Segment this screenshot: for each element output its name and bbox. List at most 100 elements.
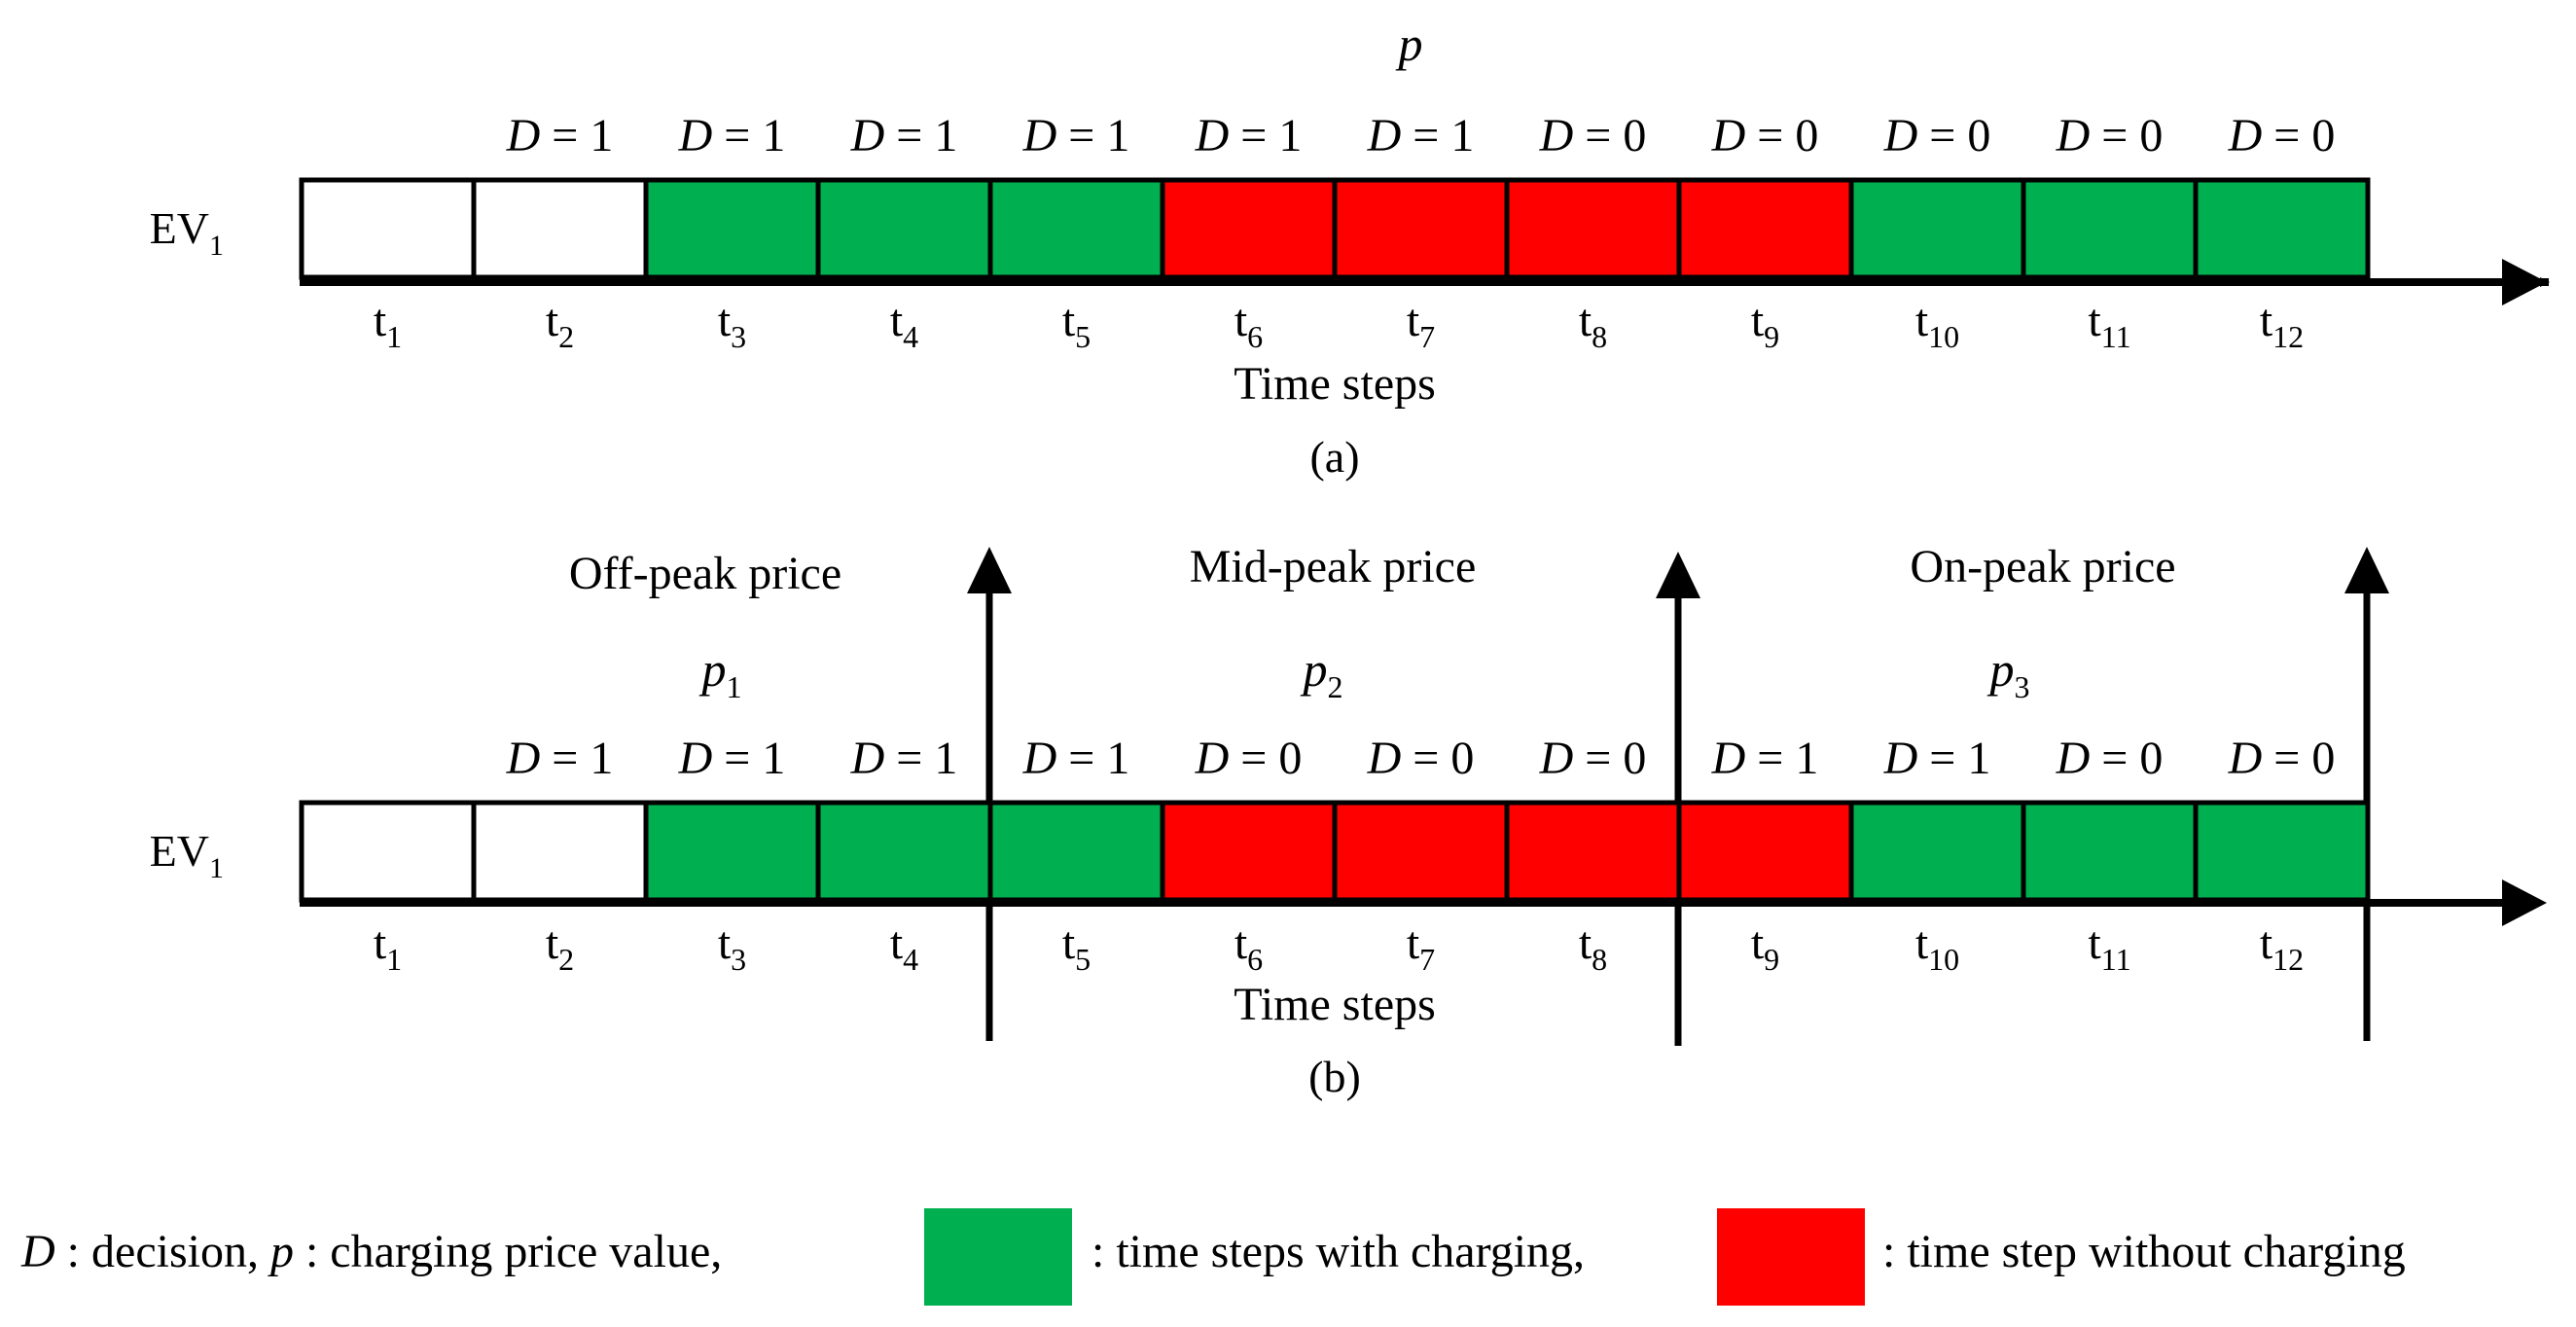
decision-label: D = 1 (506, 733, 614, 784)
time-step-cell (1848, 177, 2026, 280)
panel-b-axis-label: Time steps (1234, 979, 1436, 1030)
panel-b-axis-arrowhead (2502, 879, 2547, 926)
time-step-label: t1 (374, 917, 402, 977)
time-step-label: t4 (890, 917, 918, 977)
time-step-label: t12 (2260, 917, 2304, 977)
time-step-label: t10 (1915, 295, 1959, 354)
decision-label: D = 1 (1022, 110, 1130, 161)
time-step-label: t3 (718, 295, 746, 354)
panel-b: Off-peak price Mid-peak price On-peak pr… (150, 541, 2547, 1101)
time-step-label: t11 (2088, 917, 2130, 977)
panel-a-axis-arrowhead (2502, 259, 2547, 305)
time-step-cell (1160, 177, 1338, 280)
decision-label: D = 0 (2228, 733, 2336, 784)
decision-label: D = 1 (1711, 733, 1819, 784)
time-step-cell (2021, 800, 2199, 903)
panel-a-price-symbol: p (1396, 17, 1423, 71)
time-step-label: t9 (1751, 295, 1779, 354)
decision-label: D = 0 (2056, 733, 2164, 784)
decision-label: D = 0 (1367, 733, 1475, 784)
time-step-cell (815, 800, 993, 903)
period-boundary-1 (967, 547, 1012, 1041)
decision-label: D = 1 (850, 110, 958, 161)
time-step-label: t8 (1579, 917, 1607, 977)
time-step-cell (1504, 800, 1682, 903)
panel-a-cells (299, 177, 2371, 280)
period-boundary-1-arrowhead (967, 547, 1012, 593)
period-boundary-3-arrowhead (2344, 547, 2389, 593)
time-step-label: t1 (374, 295, 402, 354)
panel-a-axis-label: Time steps (1234, 358, 1436, 410)
time-step-cell (2193, 177, 2371, 280)
time-step-cell (299, 177, 477, 280)
panel-a-time-labels: t1 t2 t3 t4 t5 t6 t7 t8 t9 t10 t11 t12 (374, 295, 2304, 354)
time-step-cell (643, 800, 821, 903)
time-step-label: t11 (2088, 295, 2130, 354)
time-step-cell (1676, 177, 1854, 280)
decision-label: D = 0 (2056, 110, 2164, 161)
time-step-cell (1848, 800, 2026, 903)
period-boundary-2 (1656, 552, 1700, 1046)
price-symbol-p1: p1 (699, 642, 742, 704)
time-step-cell (987, 800, 1165, 903)
decision-label: D = 1 (850, 733, 958, 784)
time-step-cell (1504, 177, 1682, 280)
panel-b-caption: (b) (1308, 1052, 1361, 1101)
time-step-cell (1160, 800, 1338, 903)
time-step-label: t12 (2260, 295, 2304, 354)
decision-label: D = 0 (1711, 110, 1819, 161)
time-step-label: t2 (546, 295, 574, 354)
decision-label: D = 0 (1539, 110, 1647, 161)
period-boundary-3 (2344, 547, 2389, 1041)
decision-label: D = 1 (1195, 110, 1303, 161)
legend-definitions: D : decision, p : charging price value, (20, 1226, 722, 1277)
time-step-cell (2193, 800, 2371, 903)
decision-label: D = 1 (678, 733, 786, 784)
decision-label: D = 0 (1539, 733, 1647, 784)
panel-b-row-label: EV1 (150, 826, 224, 884)
time-step-label: t3 (718, 917, 746, 977)
legend: D : decision, p : charging price value, … (20, 1208, 2406, 1306)
decision-label: D = 0 (1195, 733, 1303, 784)
time-step-label: t6 (1234, 295, 1263, 354)
legend-charging-text: : time steps with charging, (1091, 1226, 1585, 1277)
time-step-label: t9 (1751, 917, 1779, 977)
legend-not-charging-text: : time step without charging (1882, 1226, 2406, 1277)
panel-b-cells (299, 800, 2371, 903)
time-step-label: t5 (1062, 295, 1091, 354)
time-step-label: t10 (1915, 917, 1959, 977)
price-symbol-p3: p3 (1987, 642, 2030, 704)
time-step-cell (471, 800, 649, 903)
decision-label: D = 1 (678, 110, 786, 161)
time-step-label: t4 (890, 295, 918, 354)
time-step-cell (987, 177, 1165, 280)
price-symbol-p2: p2 (1301, 642, 1343, 704)
time-step-cell (1332, 177, 1510, 280)
panel-a-caption: (a) (1309, 432, 1359, 482)
time-step-label: t7 (1407, 295, 1435, 354)
decision-label: D = 0 (2228, 110, 2336, 161)
mid-peak-label: Mid-peak price (1190, 541, 1477, 592)
decision-label: D = 0 (1883, 110, 1991, 161)
legend-not-charging-swatch (1717, 1208, 1865, 1306)
off-peak-label: Off-peak price (569, 548, 841, 599)
on-peak-label: On-peak price (1910, 541, 2175, 592)
decision-label: D = 1 (1367, 110, 1475, 161)
legend-charging-swatch (924, 1208, 1072, 1306)
decision-label: D = 1 (1022, 733, 1130, 784)
time-step-cell (299, 800, 477, 903)
time-step-label: t8 (1579, 295, 1607, 354)
time-step-cell (2021, 177, 2199, 280)
time-step-cell (471, 177, 649, 280)
panel-a-row-label: EV1 (150, 203, 224, 262)
panel-a-decisions: D = 1 D = 1 D = 1 D = 1 D = 1 D = 1 D = 0 D = 0… (506, 110, 2336, 161)
time-step-cell (643, 177, 821, 280)
time-step-cell (1332, 800, 1510, 903)
period-boundary-2-arrowhead (1656, 552, 1700, 598)
time-step-label: t7 (1407, 917, 1435, 977)
decision-label: D = 1 (506, 110, 614, 161)
time-step-label: t2 (546, 917, 574, 977)
time-step-cell (815, 177, 993, 280)
